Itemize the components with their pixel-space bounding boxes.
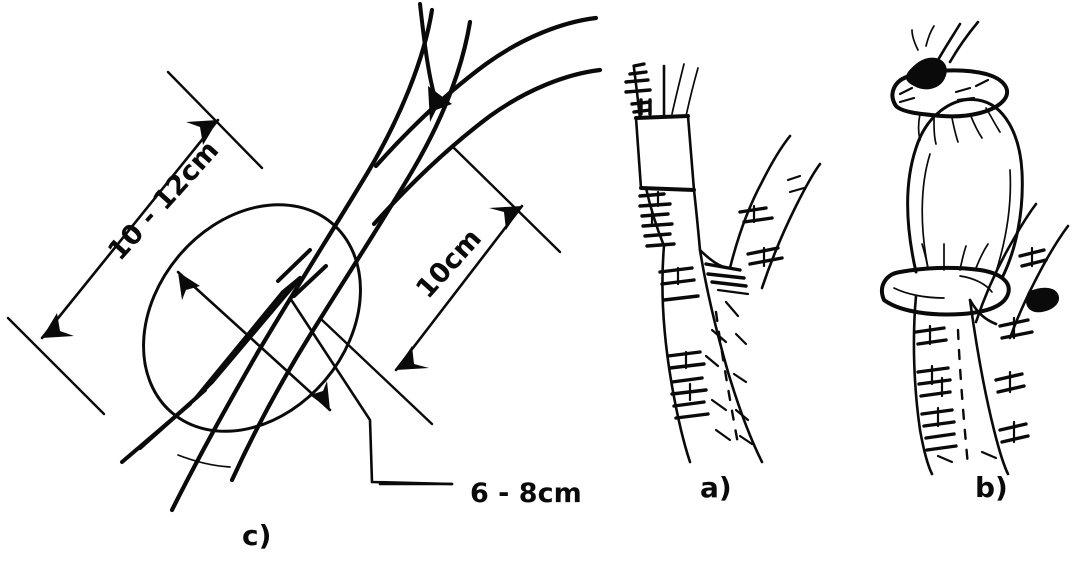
panel-label-c: c) (242, 519, 271, 552)
dimension-label-scion-length: 6 - 8cm (470, 478, 582, 509)
panel-b-side-limb (968, 202, 1070, 340)
panel-b-bag-top-tie (890, 20, 1010, 145)
panel-c-scion (120, 248, 328, 464)
leader-line-scion-length: 6 - 8cm (288, 296, 582, 509)
panel-b-bag-bottom-tie (880, 265, 1011, 317)
panel-b-trunk (912, 294, 1010, 476)
panel-a-right-limb (728, 134, 822, 290)
panel-a-bark-texture (624, 62, 806, 446)
dimension-inner-arrows (176, 270, 332, 412)
panel-a-illustration: a) (624, 62, 822, 504)
bag-ellipse-outline (142, 203, 362, 468)
panel-c-rootstock-branch (169, 7, 473, 513)
panel-label-a: a) (700, 471, 732, 504)
panel-c-side-branch-upper (371, 15, 603, 227)
panel-b-illustration: b) (880, 20, 1070, 504)
panel-b-bag-bottom-folds (921, 243, 989, 271)
panel-label-b: b) (975, 471, 1008, 504)
insertion-arrow-icon (418, 2, 452, 122)
panel-b-bark-texture (914, 246, 1060, 468)
